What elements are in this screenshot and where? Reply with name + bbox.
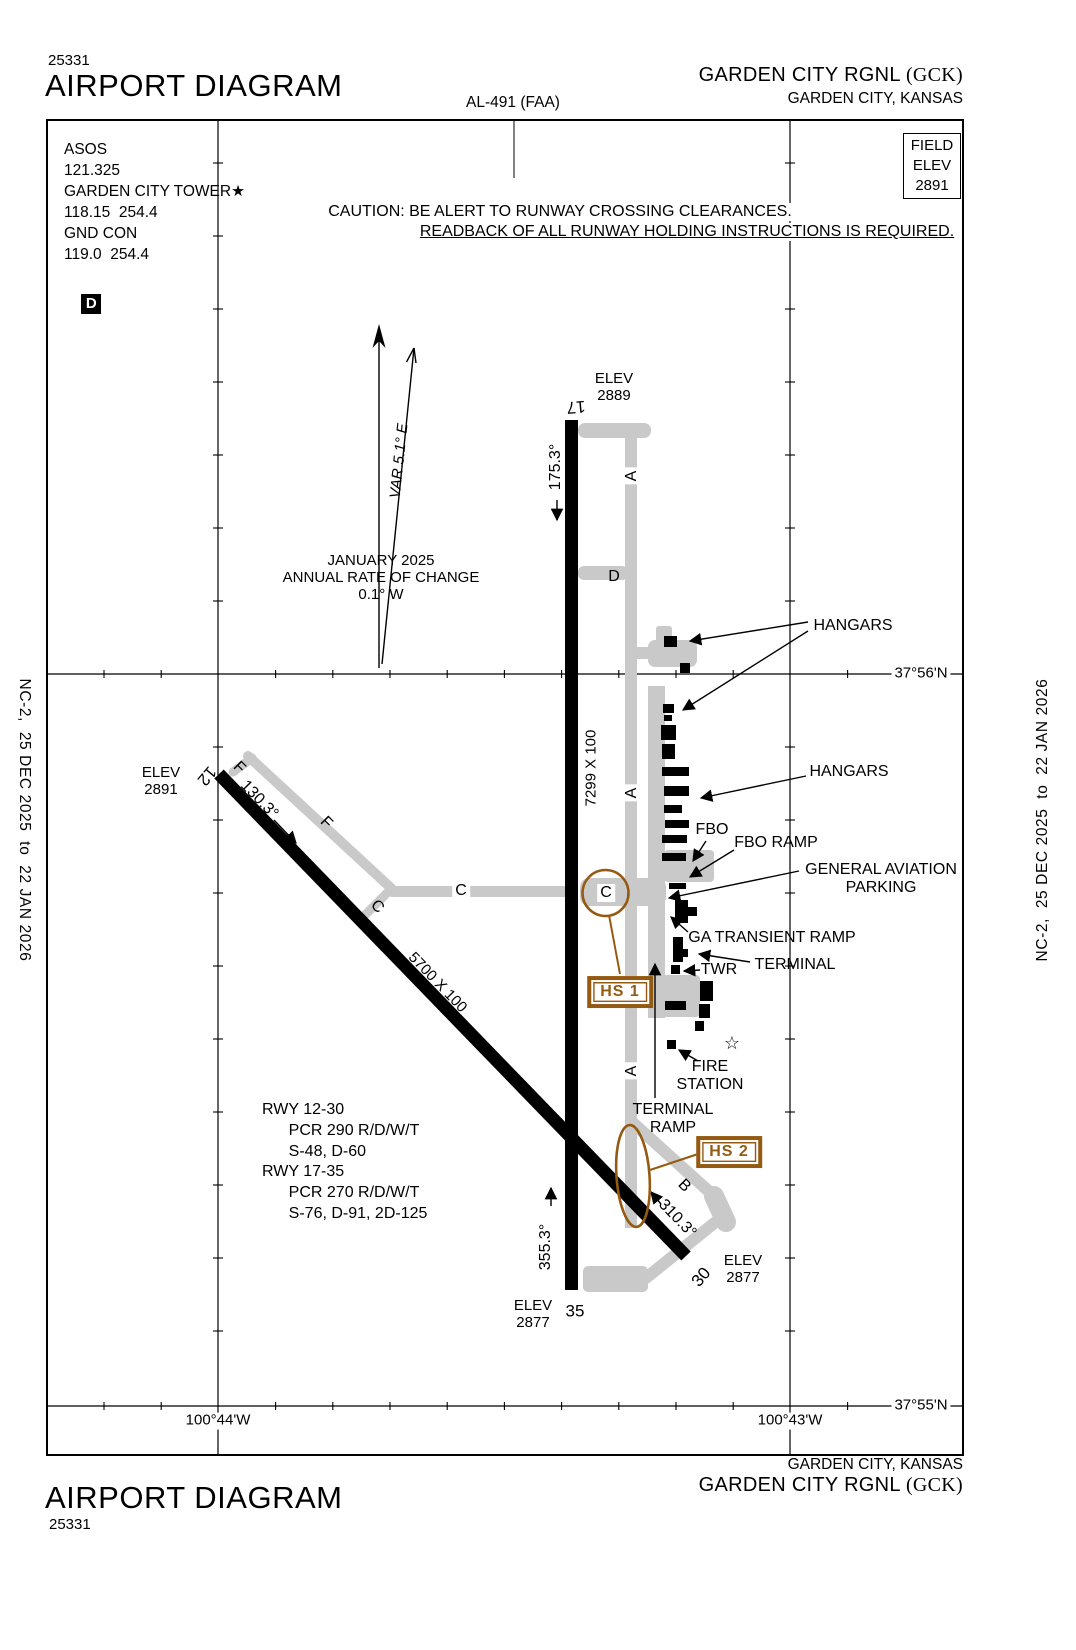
page-title-top: AIRPORT DIAGRAM (45, 68, 343, 103)
procedure-code: AL-491 (FAA) (466, 94, 560, 111)
runways (214, 420, 691, 1290)
comm-frequencies: ASOS 121.325 GARDEN CITY TOWER★ 118.15 2… (64, 139, 245, 335)
comm-text: ASOS 121.325 GARDEN CITY TOWER★ 118.15 2… (64, 141, 245, 263)
chart-border (46, 119, 964, 1456)
airport-city-top: GARDEN CITY, KANSAS (787, 90, 963, 107)
graticule-ticks (103, 162, 906, 1410)
airport-title-bottom: GARDEN CITY RGNL (GCK) (699, 1474, 963, 1497)
north-arrow (372, 324, 386, 668)
tower-building (671, 965, 680, 974)
buildings (661, 636, 713, 1049)
variation-arrow (381, 347, 417, 665)
chart-number-top: 25331 (48, 52, 90, 69)
field-elevation-box: FIELD ELEV 2891 (903, 133, 961, 199)
airport-icao: (GCK) (905, 1474, 963, 1496)
fire-station-building (667, 1040, 676, 1049)
airport-name: GARDEN CITY RGNL (698, 64, 906, 86)
airport-title-top: GARDEN CITY RGNL (GCK) (699, 64, 963, 87)
runway-17-35 (565, 420, 578, 1290)
airport-icao: (GCK) (905, 64, 963, 86)
leader-arrows (273, 500, 809, 1206)
taxiways-aprons (228, 423, 736, 1292)
caution-line-1: CAUTION: BE ALERT TO RUNWAY CROSSING CLE… (324, 203, 796, 221)
graticule-grid (47, 120, 963, 1455)
hotspot-markers (581, 868, 702, 1229)
airport-city-bottom: GARDEN CITY, KANSAS (787, 1456, 963, 1473)
class-d-airspace-icon: D (81, 294, 102, 314)
chart-number-bottom: 25331 (49, 1516, 91, 1533)
airport-name: GARDEN CITY RGNL (698, 1474, 906, 1496)
edition-date-right: NC-2, 25 DEC 2025 to 22 JAN 2026 (1034, 678, 1051, 962)
hotspot-1-circle (581, 868, 630, 918)
edition-date-left: NC-2, 25 DEC 2025 to 22 JAN 2026 (16, 678, 33, 962)
runway-12-30 (214, 769, 691, 1261)
caution-line-2: READBACK OF ALL RUNWAY HOLDING INSTRUCTI… (415, 223, 959, 241)
hotspot-2-ellipse (614, 1123, 652, 1229)
page-title-bottom: AIRPORT DIAGRAM (45, 1480, 343, 1515)
